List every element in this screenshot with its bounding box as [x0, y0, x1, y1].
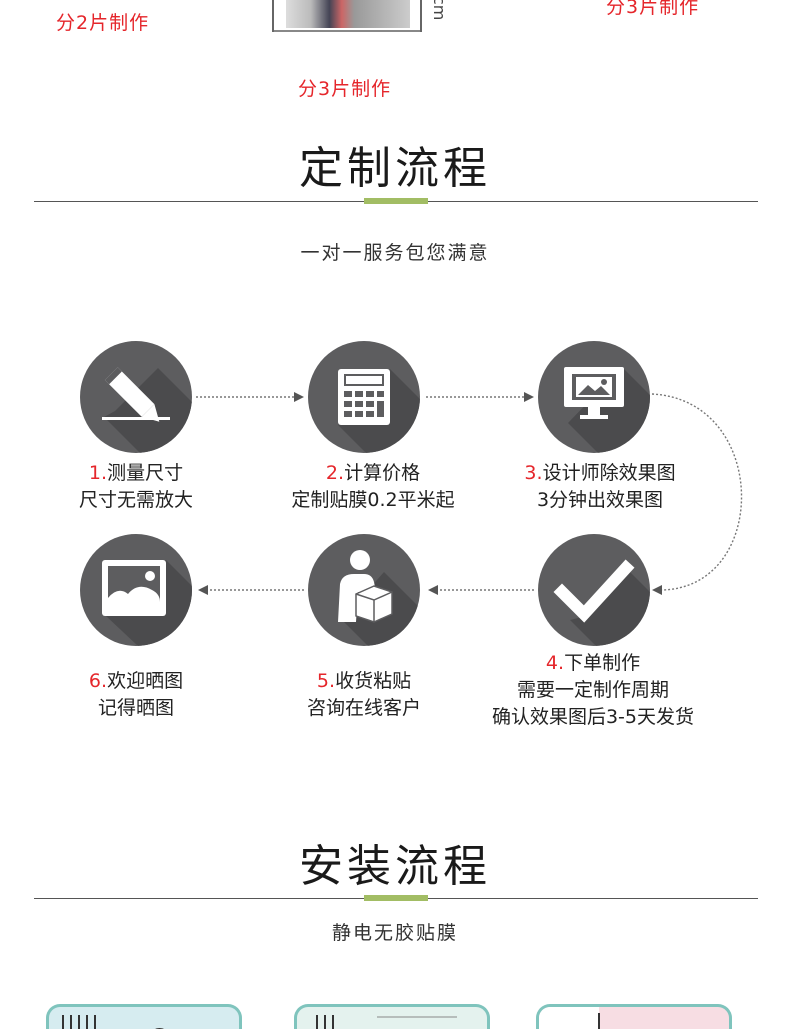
step-3-title: 设计师除效果图	[542, 462, 676, 484]
step-1-number: 1.	[88, 462, 108, 484]
illustration-icon	[316, 1015, 457, 1029]
checkmark-icon	[553, 559, 650, 646]
install-step-card-3	[536, 1004, 732, 1029]
unit-label: cm	[430, 0, 449, 21]
step-5-number: 5.	[316, 670, 336, 692]
person-box-icon	[338, 550, 420, 646]
pencil-icon	[102, 367, 192, 453]
step-4-number: 4.	[545, 652, 565, 674]
arrow-left-icon	[198, 585, 306, 595]
calculator-icon	[338, 369, 420, 453]
step-6-title: 欢迎晒图	[107, 670, 184, 692]
install-process-subtitle: 静电无胶贴膜	[331, 922, 458, 944]
arrow-left-icon	[428, 585, 536, 595]
monitor-image-icon	[564, 367, 650, 453]
step-1-title: 测量尺寸	[107, 462, 184, 484]
step-2-number: 2.	[325, 462, 345, 484]
step-2-text: 2.计算价格 定制贴膜0.2平米起	[268, 460, 478, 514]
step-2-circle	[308, 341, 420, 453]
arrow-curve-icon	[651, 393, 743, 595]
step-5-circle	[308, 534, 420, 646]
step-4-title: 下单制作	[564, 652, 641, 674]
picture-icon	[102, 560, 192, 646]
install-title-divider-accent	[364, 895, 428, 901]
illustration-icon	[62, 1015, 165, 1029]
arrow-right-icon	[426, 392, 534, 402]
title-divider-accent	[364, 198, 428, 204]
step-3-text: 3.设计师除效果图 3分钟出效果图	[494, 460, 706, 514]
install-step-card-2	[294, 1004, 490, 1029]
step-1-line-1: 尺寸无需放大	[78, 489, 193, 511]
step-4-text: 4.下单制作 需要一定制作周期 确认效果图后3-5天发货	[468, 650, 718, 731]
step-3-line-1: 3分钟出效果图	[536, 489, 664, 511]
step-5-text: 5.收货粘贴 咨询在线客户	[276, 668, 452, 722]
arrow-right-icon	[196, 392, 304, 402]
artwork-preview	[272, 0, 422, 32]
step-4-circle	[538, 534, 650, 646]
step-6-line-1: 记得晒图	[97, 697, 174, 719]
custom-process-title: 定制流程	[299, 143, 491, 194]
step-4-line-1: 需要一定制作周期	[516, 679, 669, 701]
custom-process-subtitle: 一对一服务包您满意	[300, 242, 490, 264]
step-6-circle	[80, 534, 192, 646]
step-3-circle	[538, 341, 650, 453]
step-5-title: 收货粘贴	[335, 670, 412, 692]
step-4-line-2: 确认效果图后3-5天发货	[491, 706, 695, 728]
top-center-label: 分3片制作	[298, 78, 392, 100]
install-step-card-1	[46, 1004, 242, 1029]
step-3-number: 3.	[524, 462, 543, 484]
step-2-line-1: 定制贴膜0.2平米起	[291, 489, 455, 511]
install-process-title: 安装流程	[299, 841, 491, 892]
step-2-title: 计算价格	[344, 462, 421, 484]
step-1-circle	[80, 341, 192, 453]
step-5-line-1: 咨询在线客户	[306, 697, 421, 719]
step-1-text: 1.测量尺寸 尺寸无需放大	[54, 460, 218, 514]
step-6-number: 6.	[88, 670, 108, 692]
illustration-icon	[539, 1007, 600, 1029]
top-right-label: 分3片制作	[606, 0, 700, 18]
top-left-label: 分2片制作	[56, 12, 150, 34]
step-6-text: 6.欢迎晒图 记得晒图	[56, 668, 216, 722]
